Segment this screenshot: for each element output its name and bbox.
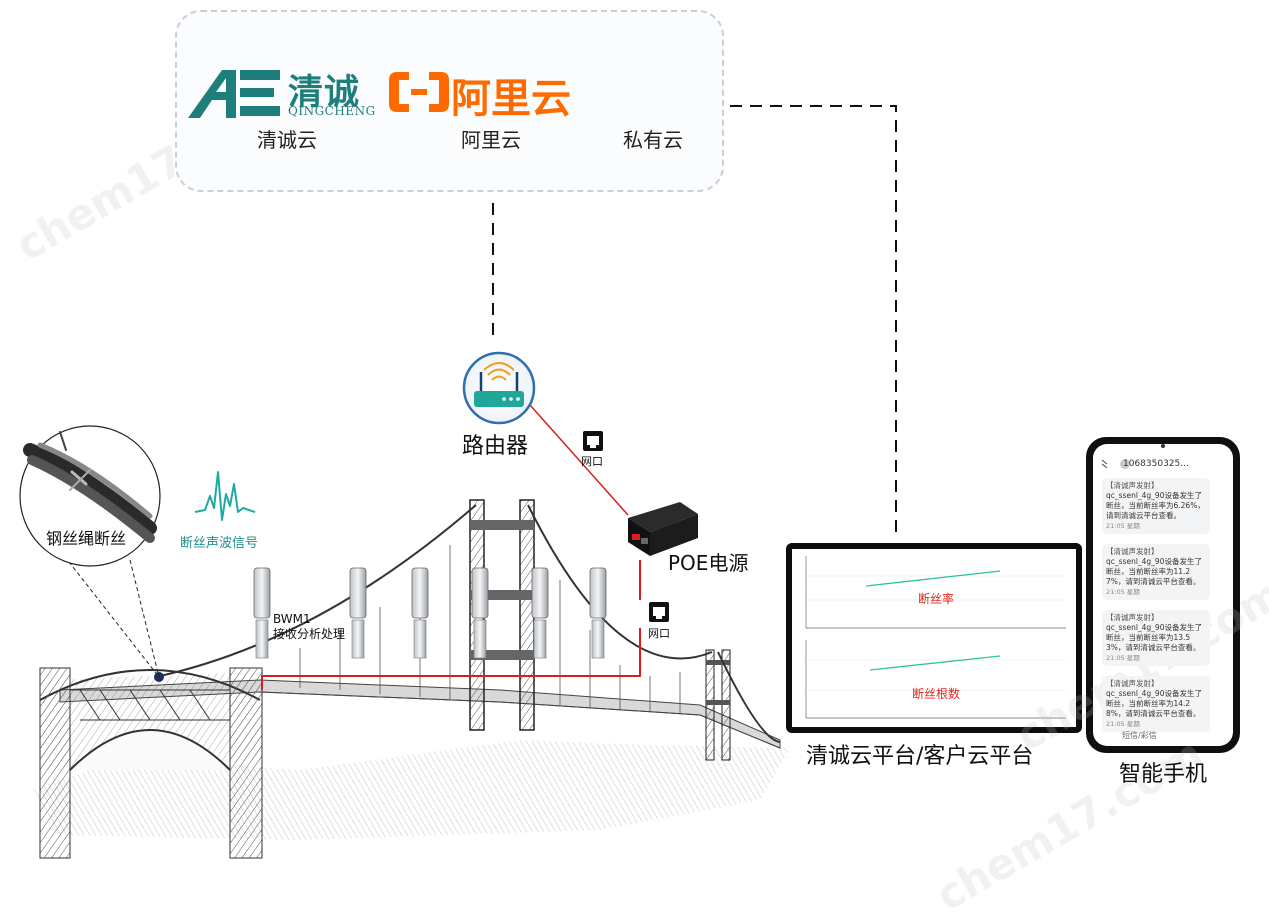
acoustic-signal-label: 断丝声波信号 (180, 536, 259, 551)
bridge-illustration (30, 499, 790, 859)
cloud-platforms-box (175, 10, 724, 192)
sensor-pole (349, 567, 367, 619)
router-label: 路由器 (462, 434, 529, 459)
sensor-pole-base (533, 619, 547, 659)
private-cloud-label: 私有云 (623, 128, 683, 152)
sensor-pole-base (473, 619, 487, 659)
sensor-pole-base (591, 619, 605, 659)
chart-break-rate-label: 断丝率 (918, 592, 955, 606)
sms-message: 【清诚声发射】 qc_ssenl_4g_90设备发生了断丝，当前断丝率为11.2… (1102, 544, 1210, 600)
sms-sender-number: 1068350325... (1123, 459, 1189, 469)
acoustic-signal-icon (194, 471, 256, 521)
laptop-label: 清诚云平台/客户云平台 (806, 744, 1034, 769)
wire-rope-magnifier (19, 425, 161, 678)
sms-head: 【清诚声发射】 (1106, 613, 1159, 622)
port-label: 网口 (648, 627, 670, 640)
sms-time: 21:05 星期 (1106, 720, 1140, 728)
qingcheng-logo-text: 清诚 (288, 73, 361, 113)
sms-time: 21:05 星期 (1106, 654, 1140, 662)
sensor-pole (411, 567, 429, 619)
sensor-pole-base (413, 619, 427, 659)
aliyun-cloud-label: 阿里云 (461, 128, 521, 152)
sms-time: 21:05 星期 (1106, 522, 1140, 530)
sms-head: 【清诚声发射】 (1106, 547, 1159, 556)
sms-input-hint: 短信/彩信 (1122, 731, 1157, 740)
laptop-monitor (786, 543, 1082, 733)
sms-head: 【清诚声发射】 (1106, 679, 1159, 688)
wire-break-label: 钢丝绳断丝 (46, 529, 127, 548)
qingcheng-logo: 清诚 QINGCHENG (188, 64, 378, 120)
aliyun-logo-text: 阿里云 (451, 76, 571, 122)
ethernet-port-icon (583, 431, 603, 451)
sensor-desc: 接收分析处理 (273, 627, 346, 641)
sms-message: 【清诚声发射】 qc_ssenl_4g_90设备发生了断丝，当前断丝率为6.26… (1102, 478, 1210, 534)
poe-power-icon (628, 502, 698, 556)
router-icon (462, 351, 536, 425)
sms-message: 【清诚声发射】 qc_ssenl_4g_90设备发生了断丝，当前断丝率为13.5… (1102, 610, 1210, 666)
sms-body: qc_ssenl_4g_90设备发生了断丝，当前断丝率为6.26%，请到清诚云平… (1106, 491, 1205, 520)
sms-message: 【清诚声发射】 qc_ssenl_4g_90设备发生了断丝，当前断丝率为14.2… (1102, 676, 1210, 732)
sensor-name: BWM1 (273, 612, 311, 626)
sms-time: 21:05 星期 (1106, 588, 1140, 596)
qingcheng-cloud-label: 清诚云 (257, 128, 317, 152)
sensor-pole-base (351, 619, 365, 659)
sensor-label: BWM1 接收分析处理 (273, 612, 345, 642)
aliyun-bracket-mark (389, 72, 449, 112)
sms-body: qc_ssenl_4g_90设备发生了断丝，当前断丝率为13.53%，请到清诚云… (1106, 623, 1202, 652)
aliyun-logo: 阿里云 (387, 66, 587, 122)
sensor-pole (253, 567, 271, 619)
sms-input-bar: 短信/彩信 (1100, 728, 1224, 744)
port-label: 网口 (581, 455, 603, 468)
sensor-pole (531, 567, 549, 619)
qingcheng-ae-mark (188, 70, 280, 118)
ethernet-port-icon (649, 602, 669, 622)
sms-body: qc_ssenl_4g_90设备发生了断丝，当前断丝率为11.27%，请到清诚云… (1106, 557, 1202, 586)
cloud-laptop-link (730, 105, 897, 532)
poe-label: POE电源 (668, 551, 749, 575)
sms-body: qc_ssenl_4g_90设备发生了断丝，当前断丝率为14.28%，请到清诚云… (1106, 689, 1202, 718)
sms-head: 【清诚声发射】 (1106, 481, 1159, 490)
sensor-pole-base (255, 619, 269, 659)
qingcheng-logo-subtext: QINGCHENG (288, 104, 376, 118)
sensor-poles (253, 567, 607, 659)
smartphone-label: 智能手机 (1119, 762, 1208, 787)
router-poe-cable (529, 404, 629, 516)
sensor-pole (471, 567, 489, 619)
chart-break-count-label: 断丝根数 (912, 687, 961, 701)
sensor-pole (589, 567, 607, 619)
